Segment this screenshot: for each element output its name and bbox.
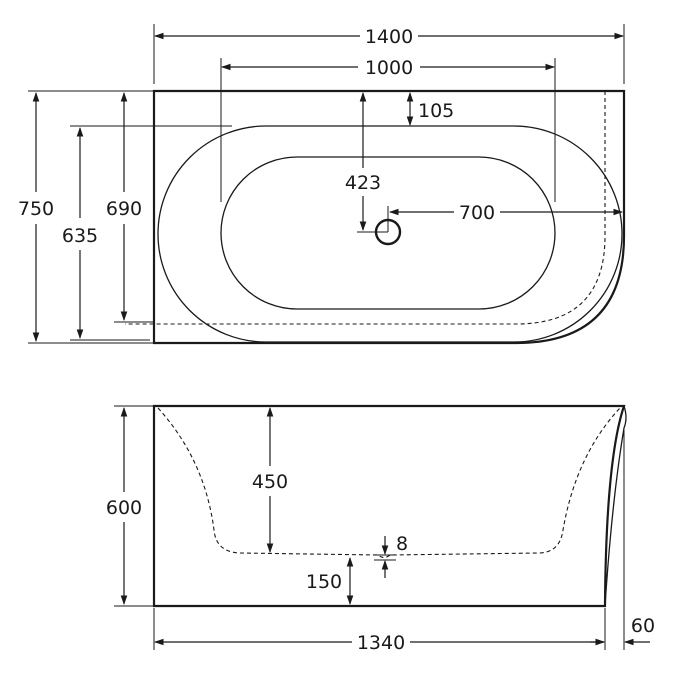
side-view: 450 600 8 150 1340 60 (106, 404, 655, 654)
plan-view: 1400 1000 105 423 700 750 690 635 (18, 24, 626, 345)
dim-floor-offset: 8 (396, 533, 408, 555)
dim-overall-width: 750 (18, 198, 54, 220)
dim-overall-height: 600 (106, 497, 142, 519)
plan-outer-outline (152, 89, 626, 345)
plan-hidden-edge (125, 91, 606, 325)
dim-base-height: 150 (306, 571, 342, 593)
dim-inner-width: 635 (62, 225, 98, 247)
side-outer-outline (152, 404, 626, 608)
dim-rim-to-inner: 105 (418, 100, 454, 122)
plan-basin-outline (220, 156, 556, 310)
dim-overall-length: 1400 (365, 26, 413, 48)
dim-base-length: 1340 (357, 632, 405, 654)
plan-rim-outline (157, 125, 623, 343)
dim-outer-width: 690 (106, 198, 142, 220)
side-basin-hidden (157, 407, 621, 559)
dim-rim-to-drain: 423 (345, 172, 381, 194)
dim-inner-depth: 450 (252, 471, 288, 493)
side-end-panel (604, 405, 627, 607)
dim-end-offset: 60 (631, 615, 655, 637)
dim-drain-to-end: 700 (459, 202, 495, 224)
dim-inner-length: 1000 (365, 57, 413, 79)
